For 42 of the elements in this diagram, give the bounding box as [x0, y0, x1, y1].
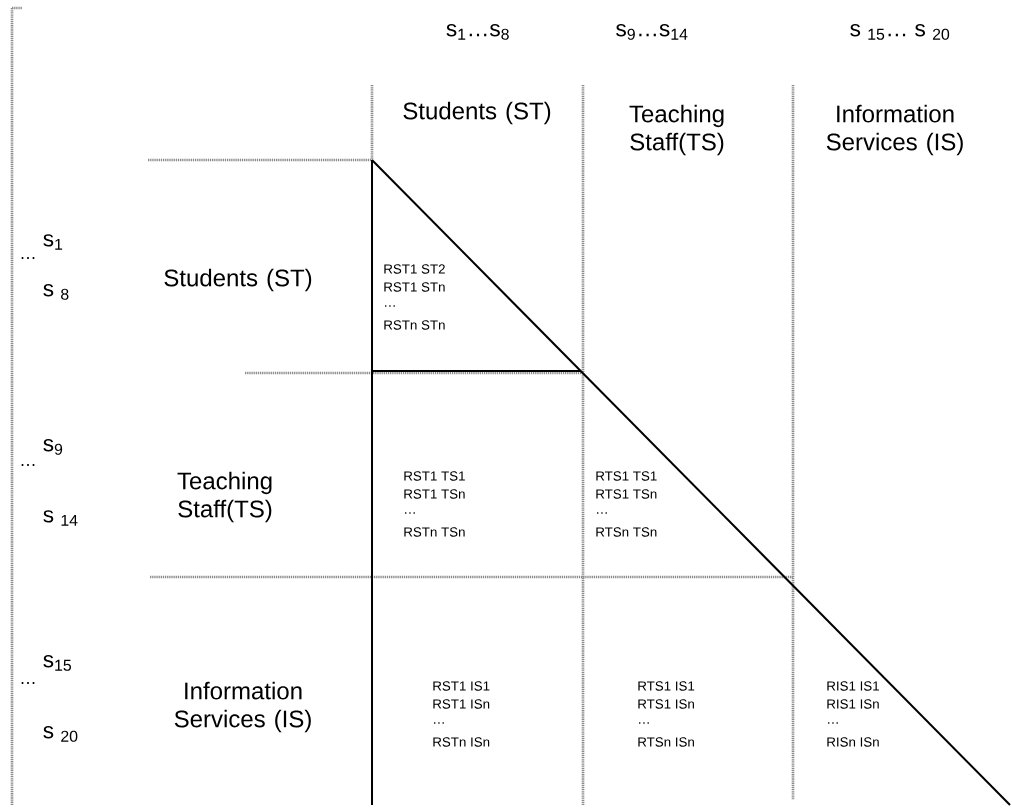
relation-text: RST1 TSn	[404, 489, 465, 499]
row-index-label: s $_{14}$	[43, 510, 78, 526]
ellipsis: …	[828, 722, 838, 724]
relation-text: RST1 IS1	[433, 681, 490, 691]
row-index-label: s$_{1}$	[43, 234, 63, 250]
relation-text: RST1 ST2	[384, 264, 445, 274]
group-label: Students (ST)	[403, 101, 551, 125]
ellipsis: …	[21, 682, 35, 684]
relation-text: RSTn STn	[384, 320, 445, 330]
relation-text: RISn ISn	[827, 737, 879, 747]
relation-text: RTS1 IS1	[638, 681, 695, 691]
relation-text: RSTn TSn	[404, 527, 465, 537]
group-label: Information Services (IS)	[174, 681, 311, 733]
ellipsis: …	[405, 512, 415, 514]
relation-text: RSTn ISn	[433, 737, 490, 747]
relation-text: RTS1 ISn	[638, 699, 694, 709]
relation-text: RST1 STn	[384, 282, 445, 292]
row-index-label: s$_{9}$	[43, 439, 63, 455]
relation-text: RTSn ISn	[638, 737, 694, 747]
column-index-label: s$_{1}$…s$_{8}$	[446, 24, 509, 40]
ellipsis: …	[597, 512, 607, 514]
relation-text: RTS1 TSn	[596, 489, 657, 499]
group-label: Students (ST)	[164, 268, 312, 292]
relation-text: RIS1 IS1	[827, 681, 879, 691]
relation-text: RTS1 TS1	[596, 471, 657, 481]
ellipsis: …	[639, 722, 649, 724]
column-index-label: s $_{15}$… s $_{20}$	[850, 24, 950, 40]
relation-text: RTSn TSn	[596, 527, 657, 537]
relation-text: RST1 TS1	[404, 471, 465, 481]
ellipsis: …	[434, 722, 444, 724]
row-index-label: s$_{15}$	[43, 655, 72, 671]
ellipsis: …	[385, 305, 395, 307]
row-index-label: s $_{20}$	[43, 726, 78, 742]
group-label: Information Services (IS)	[826, 104, 963, 156]
group-label: Teaching Staff(TS)	[629, 104, 724, 156]
group-label: Teaching Staff(TS)	[177, 471, 272, 523]
row-index-label: s $_{8}$	[43, 284, 69, 300]
relation-text: RST1 ISn	[433, 699, 490, 709]
relation-text: RIS1 ISn	[827, 699, 879, 709]
ellipsis: …	[21, 464, 35, 466]
ellipsis: …	[21, 257, 35, 259]
column-index-label: s$_{9}$…s$_{14}$	[616, 24, 688, 40]
